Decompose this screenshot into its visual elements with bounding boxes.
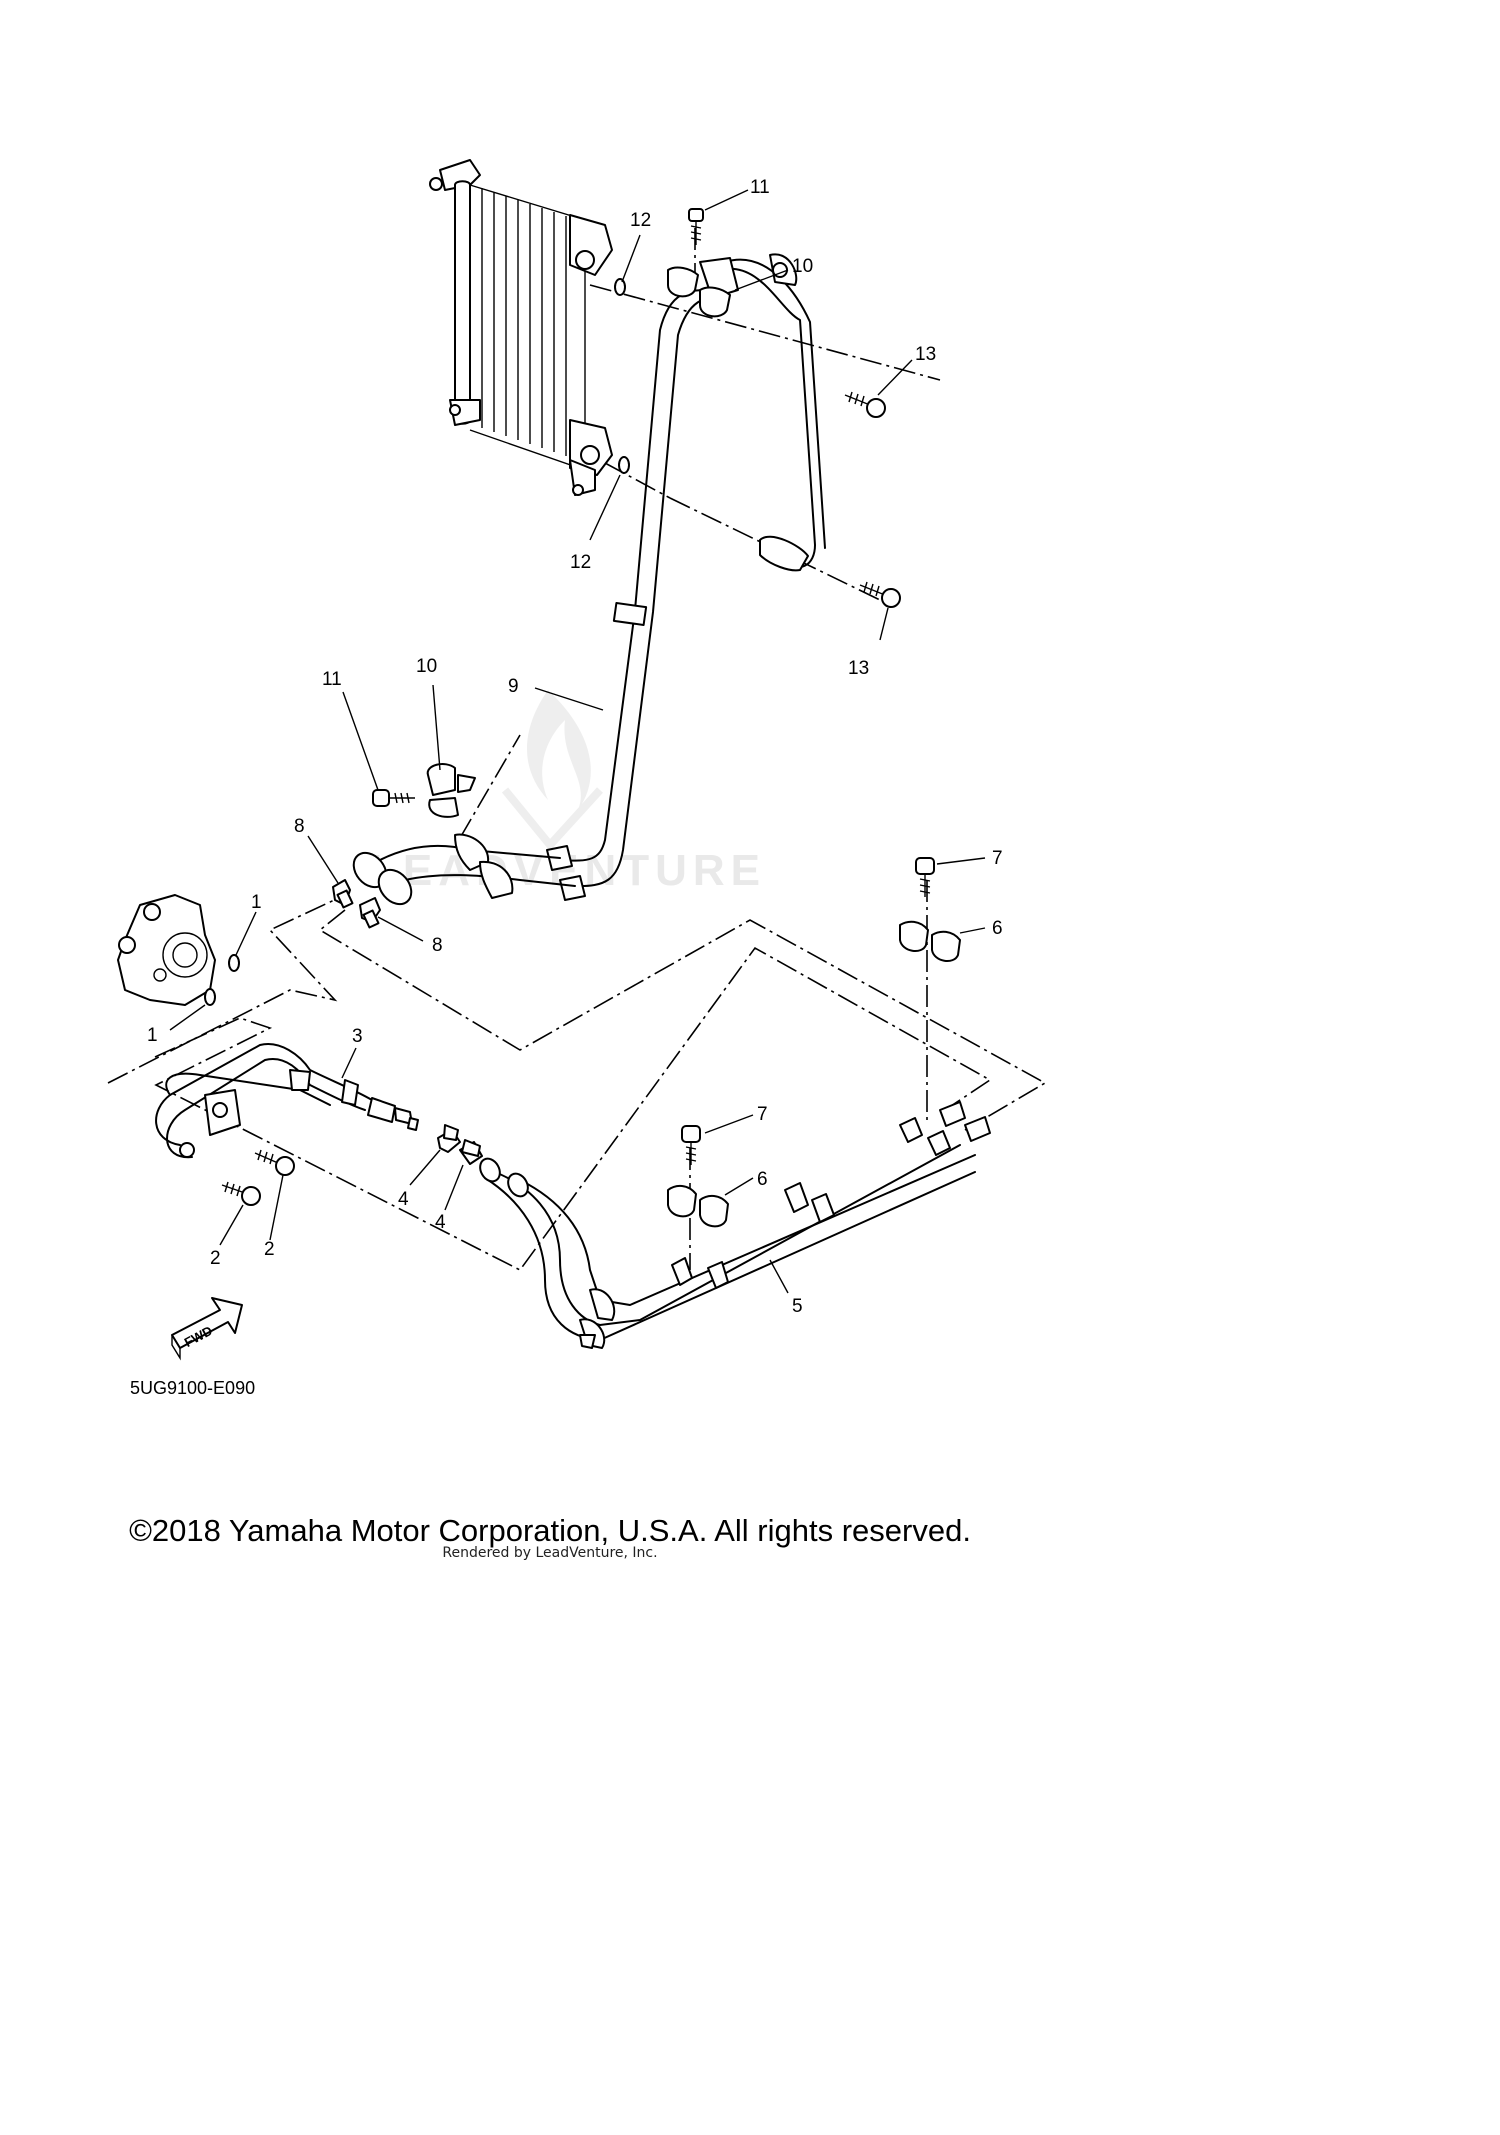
callout-3: 3 (352, 1026, 363, 1047)
oil-pipe-3 (155, 1043, 419, 1159)
callout-10-upper: 10 (792, 256, 813, 277)
bolt-13-upper (844, 391, 886, 418)
bolt-13-lower (859, 581, 901, 608)
copyright-notice: ©2018 Yamaha Motor Corporation, U.S.A. A… (129, 1513, 971, 1548)
diagram-code: 5UG9100-E090 (130, 1378, 256, 1398)
callout-1-upper: 1 (251, 892, 262, 913)
callout-11-upper: 11 (750, 177, 770, 198)
callout-8-upper: 8 (294, 816, 305, 837)
clamp-6-lower (667, 1184, 729, 1228)
callout-6-upper: 6 (992, 918, 1003, 939)
bolt-7-lower (681, 1125, 701, 1165)
callouts: 1 1 2 2 3 4 4 5 6 6 7 7 8 8 9 10 10 11 1… (147, 177, 1003, 1317)
callout-7-lower: 7 (757, 1104, 768, 1125)
elbow-fitting-8 (332, 879, 381, 929)
clamp-6-upper (899, 920, 961, 962)
o-ring-12-upper (614, 278, 626, 296)
callout-6-lower: 6 (757, 1169, 768, 1190)
o-ring-12-lower (618, 456, 630, 474)
callout-2-left: 2 (210, 1248, 221, 1269)
assembly-lines (107, 228, 1047, 1272)
bolt-11-lower (372, 789, 415, 807)
callout-9: 9 (508, 676, 519, 697)
callout-4-right: 4 (435, 1212, 446, 1233)
clamp-10-lower (426, 763, 476, 818)
callout-10-lower: 10 (416, 656, 437, 677)
clamp-10-upper (667, 266, 731, 318)
o-ring-1-lower (204, 988, 216, 1006)
fwd-arrow-icon: FWD (171, 1297, 243, 1361)
callout-2-right: 2 (264, 1239, 275, 1260)
pump-housing (117, 894, 216, 1006)
callout-13-lower: 13 (848, 658, 869, 679)
callout-13-upper: 13 (915, 344, 936, 365)
oil-pipe-5 (479, 1101, 991, 1349)
callout-7-upper: 7 (992, 848, 1003, 869)
parts-diagram: FWD 1 1 2 2 3 4 4 5 6 6 (107, 159, 1047, 1361)
leader-lines (169, 189, 986, 1294)
bolt-11-upper (688, 208, 704, 245)
watermark-logo (501, 690, 603, 852)
bolt-7-upper (915, 857, 935, 897)
oil-cooler (429, 159, 613, 496)
renderer-credit: Rendered by LeadVenture, Inc. (442, 1545, 658, 1561)
callout-5: 5 (792, 1296, 803, 1317)
callout-4-left: 4 (398, 1189, 409, 1210)
callout-12-upper: 12 (630, 210, 651, 231)
callout-1-lower: 1 (147, 1025, 158, 1046)
oil-line-9 (352, 253, 826, 906)
callout-12-lower: 12 (570, 552, 591, 573)
bolts-2 (221, 1149, 295, 1206)
callout-11-lower: 11 (322, 669, 342, 690)
o-ring-1-upper (228, 954, 240, 972)
clips-4 (437, 1124, 483, 1165)
callout-8-lower: 8 (432, 935, 443, 956)
